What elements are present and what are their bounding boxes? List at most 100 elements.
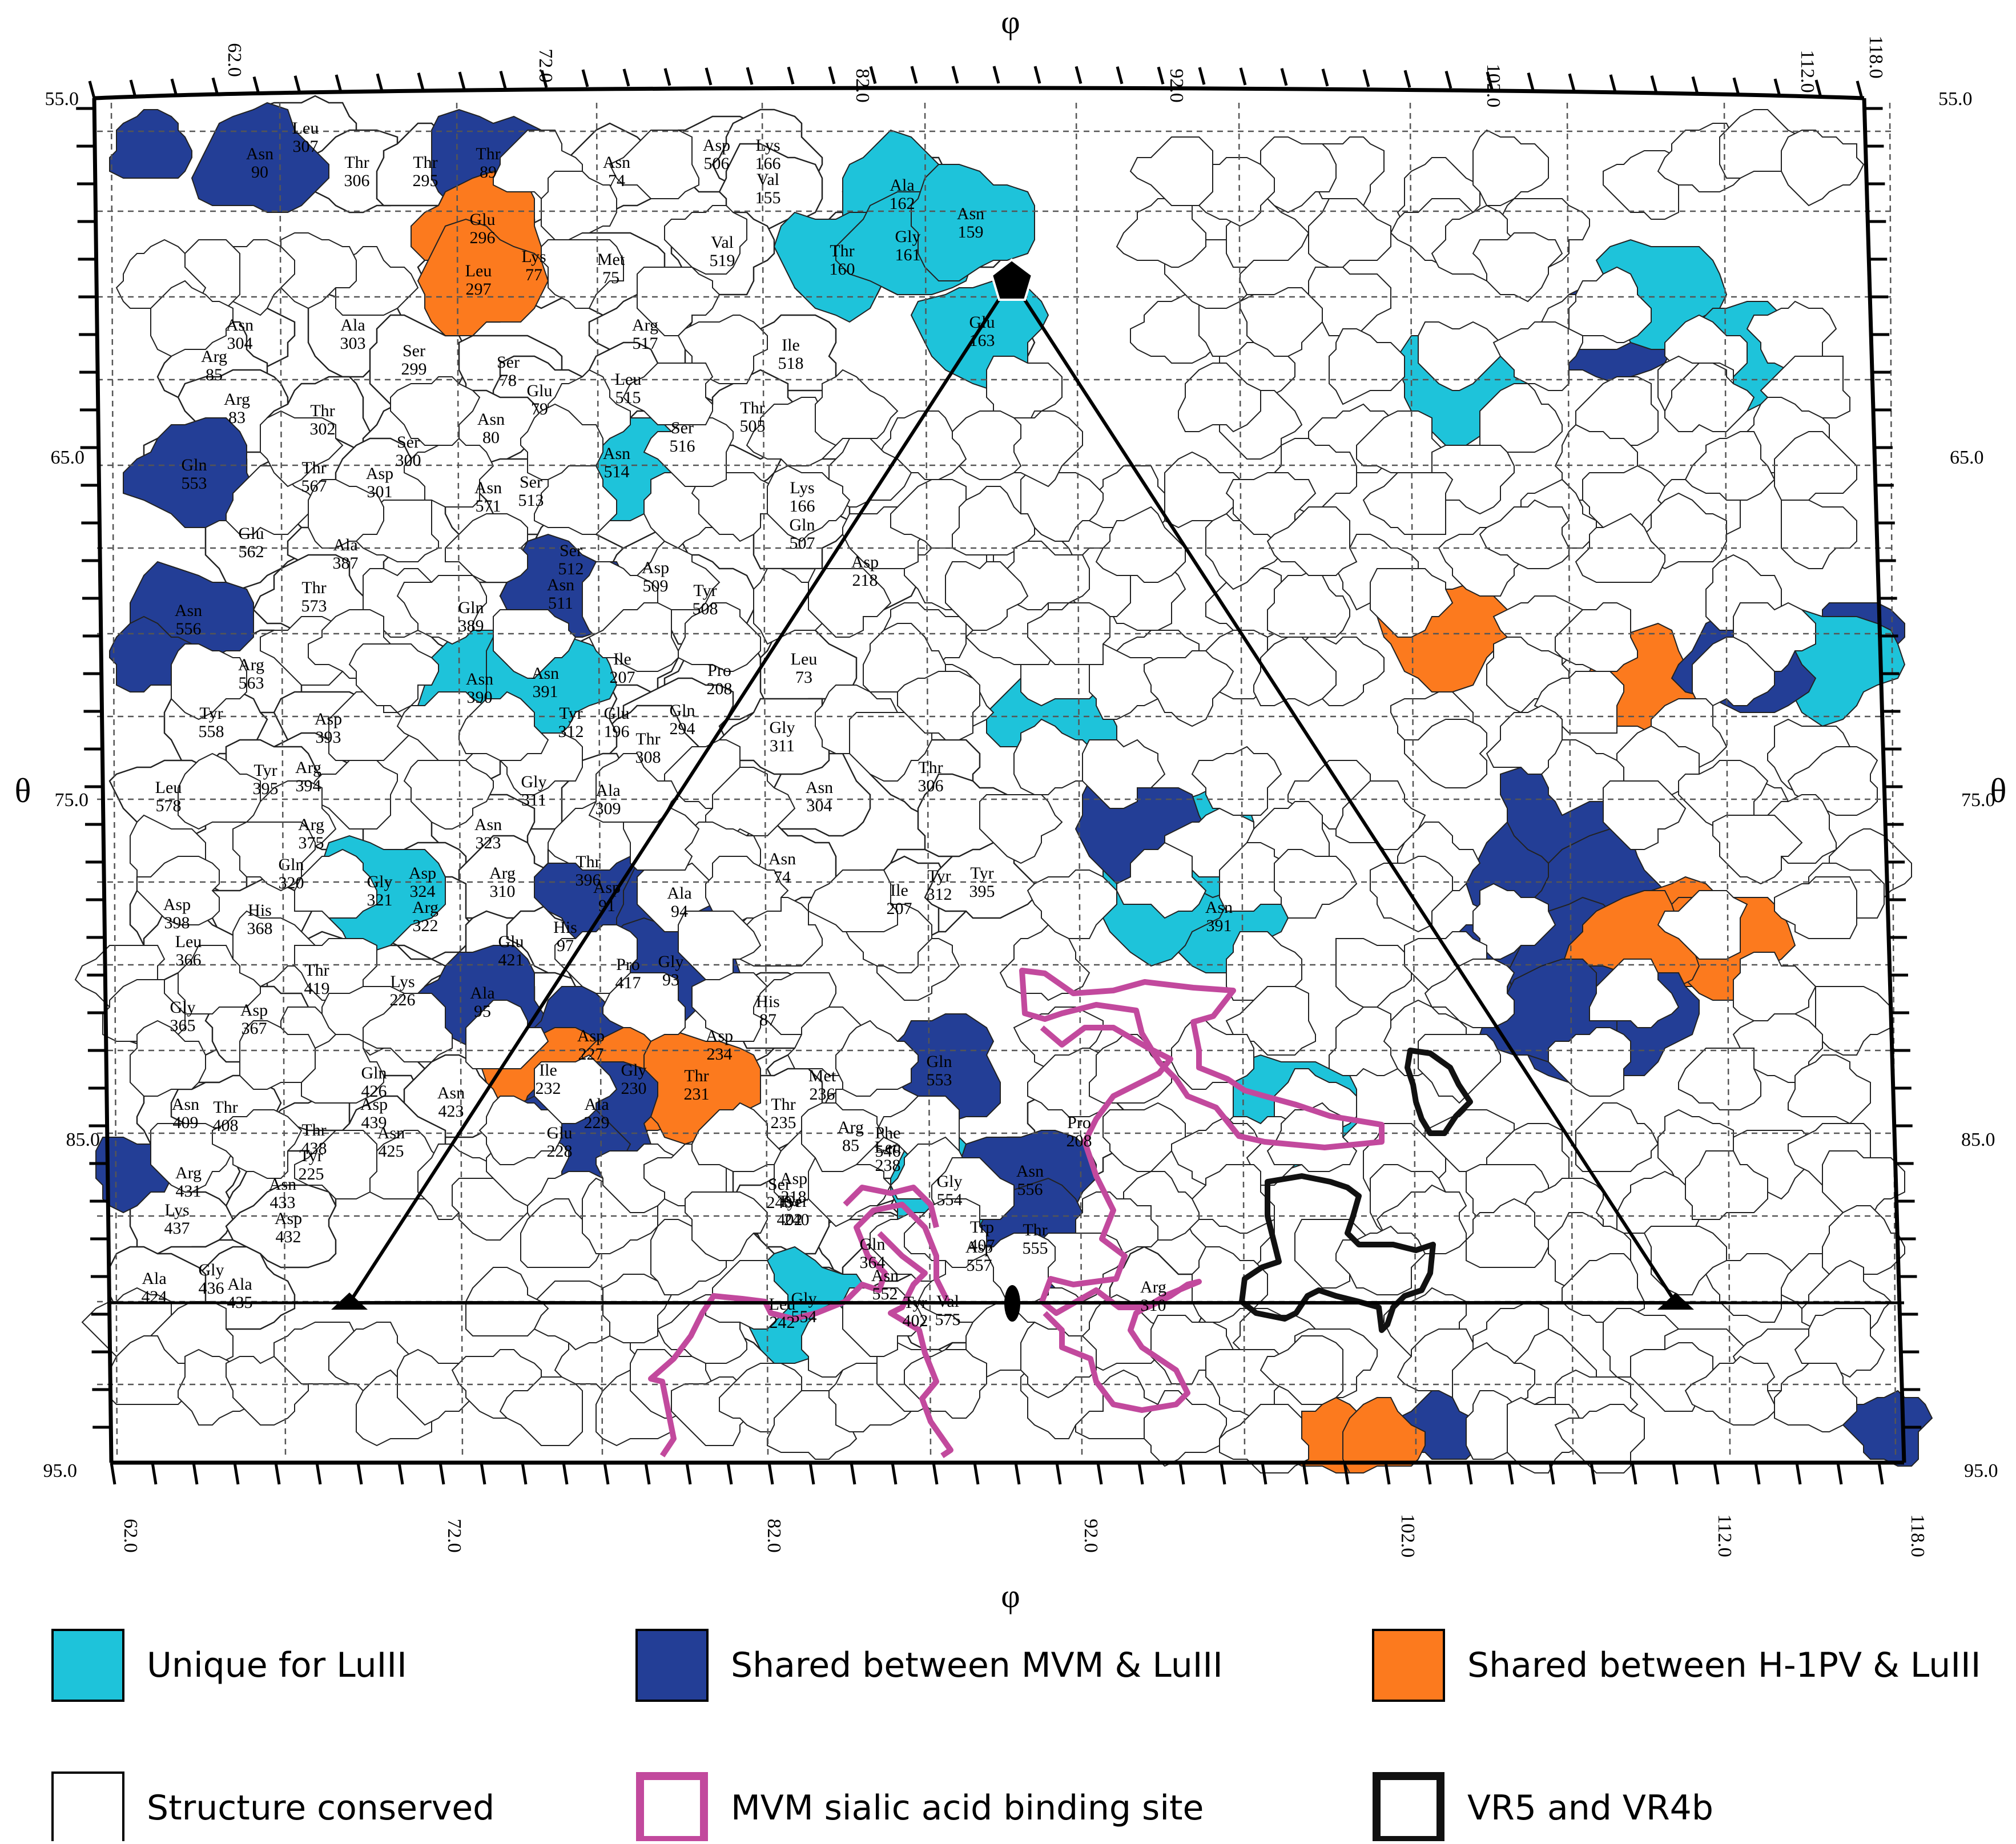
residue-name: Asn [466, 670, 493, 689]
residue-name: Glu [527, 381, 553, 400]
residue-number: 307 [293, 137, 319, 156]
sialic-site-outline [877, 1231, 953, 1459]
residue-number: 509 [643, 577, 669, 595]
residue-name: Gly [937, 1172, 963, 1191]
residue-number: 300 [396, 451, 421, 470]
tick [1795, 1462, 1802, 1485]
residue-name: Glu [969, 313, 995, 332]
residue-cell [705, 767, 796, 836]
residue-cell [1266, 506, 1358, 576]
tick [1590, 1462, 1596, 1485]
residue-cell [1329, 328, 1405, 405]
residue-name: Leu [292, 119, 319, 138]
residue-cell [808, 568, 892, 638]
phi-axis-label: φ [1001, 3, 1020, 41]
residue-number: 433 [270, 1193, 296, 1212]
residue-name: Leu [615, 370, 642, 389]
theta-tick-label: 85.0 [1961, 1129, 1995, 1150]
tick [88, 80, 96, 99]
residue-number: 226 [390, 991, 416, 1009]
residue-number: 409 [173, 1113, 199, 1132]
residue-name: Lys [755, 136, 780, 155]
residue-cell [1260, 1335, 1343, 1405]
residue-name: Met [808, 1066, 836, 1085]
residue-number: 375 [299, 834, 324, 852]
residue-name: Thr [304, 961, 329, 980]
tick [129, 79, 137, 98]
residue-number: 310 [1141, 1296, 1166, 1315]
residue-number: 302 [310, 420, 336, 438]
tick [1425, 1462, 1432, 1485]
residue-number: 236 [810, 1085, 835, 1104]
tick [1466, 1462, 1473, 1485]
residue-cell [1788, 1054, 1871, 1125]
tick [1403, 70, 1411, 88]
residue-name: Asn [547, 575, 574, 594]
residue-cell [1082, 739, 1166, 809]
residue-name: Gly [791, 1289, 817, 1308]
residue-cell [828, 438, 912, 508]
residue-name: Asp [577, 1026, 605, 1045]
residue-name: Asn [474, 815, 502, 834]
residue-cell [1089, 643, 1165, 720]
residue-cell [1603, 780, 1687, 850]
residue-number: 85 [206, 365, 223, 384]
residue-number: 310 [490, 882, 516, 901]
tick [1856, 80, 1864, 99]
residue-cells [74, 87, 1933, 1473]
residue-name: Asn [532, 664, 559, 683]
residue-number: 242 [770, 1313, 795, 1332]
residue-cell [1472, 232, 1563, 303]
tick [644, 1462, 651, 1485]
residue-cell [945, 561, 1029, 631]
residue-name: Leu [465, 261, 492, 280]
tick [705, 67, 713, 86]
residue-name: Gly [521, 772, 547, 791]
phi-tick-label: 72.0 [535, 49, 556, 83]
tick [663, 68, 671, 86]
residue-number: 364 [860, 1253, 886, 1272]
residue-cell [1507, 1396, 1583, 1473]
theta-tick-label: 55.0 [1938, 88, 1973, 110]
residue-number: 556 [176, 619, 202, 638]
residue-number: 556 [1017, 1180, 1043, 1199]
residue-cell [225, 1184, 337, 1269]
residue-name: Glu [239, 524, 264, 543]
tick [1075, 66, 1083, 84]
residue-number: 323 [476, 834, 501, 852]
tick [828, 66, 836, 84]
tick [480, 1462, 486, 1485]
residue-name: Lys [390, 972, 415, 991]
residue-name: Asp [703, 136, 730, 155]
sialic-site-outline [843, 1185, 939, 1229]
residue-cell [1822, 1205, 1905, 1275]
residue-cell [904, 1198, 987, 1268]
residue-name: Arg [175, 1163, 202, 1182]
residue-name: Gly [770, 718, 795, 737]
residue-cell [1657, 890, 1748, 960]
residue-number: 571 [476, 497, 501, 516]
residue-number: 240 [784, 1210, 810, 1229]
residue-number: 512 [558, 559, 584, 578]
residue-number: 507 [790, 534, 815, 553]
residue-name: Asp [163, 895, 191, 914]
legend-swatch-mvm [635, 1629, 709, 1702]
residue-name: Ser [397, 433, 420, 452]
residue-name: Lys [164, 1201, 189, 1219]
tick [1239, 67, 1247, 86]
tick [1568, 73, 1576, 91]
residue-name: Thr [310, 401, 335, 420]
theta-tick-label: 95.0 [43, 1460, 78, 1481]
residue-name: Asn [246, 144, 273, 163]
residue-name: Pro [616, 955, 640, 974]
residue-name: Thr [740, 398, 764, 417]
tick [458, 71, 466, 90]
phi-tick-label: 112.0 [1714, 1514, 1735, 1557]
residue-cell [541, 171, 617, 240]
residue-name: Tyr [299, 1146, 323, 1165]
residue-cell [1418, 1034, 1501, 1104]
residue-cell [239, 1020, 316, 1090]
tick [869, 66, 877, 84]
tick [1732, 77, 1740, 95]
